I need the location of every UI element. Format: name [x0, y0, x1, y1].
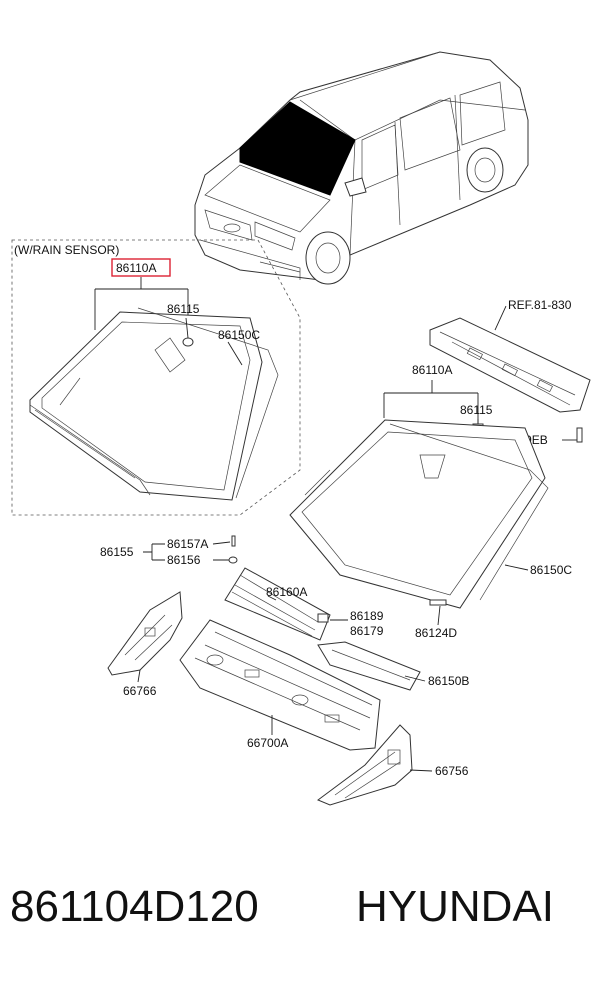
label-dam: 86124D	[415, 626, 457, 640]
label-bracket-main: 86115	[460, 403, 493, 417]
windshield-glass-rain-sensor	[29, 311, 263, 501]
label-clip-c: 86189	[350, 609, 384, 623]
brand-name: HYUNDAI	[356, 882, 555, 931]
windshield-glass-main	[289, 419, 546, 609]
part-number: 861104D120	[10, 882, 259, 931]
label-clip-group: 86155	[100, 545, 134, 559]
label-panel-cowl: 66700A	[247, 736, 288, 750]
vehicle-illustration	[194, 51, 529, 285]
label-panel-right: 66756	[435, 764, 469, 778]
windshield-highlight	[239, 101, 356, 196]
molding-rain-sensor	[137, 307, 279, 499]
label-clip-a: 86157A	[167, 537, 208, 551]
label-molding-main: 86150C	[530, 563, 572, 577]
parts-diagram: (W/RAIN SENSOR) 86110A 86115 86150C REF.…	[11, 51, 591, 806]
rain-sensor-outline	[11, 239, 301, 516]
side-panel-right	[316, 724, 413, 806]
label-molding-rain: 86150C	[218, 328, 260, 342]
cowl-reinforcement-part	[429, 317, 591, 413]
cowl-top-cover	[224, 567, 421, 691]
highlight-box	[111, 258, 171, 277]
clip-c-icon	[317, 613, 329, 623]
label-clip-b: 86156	[167, 553, 201, 567]
label-glass-main: 86110A	[412, 363, 452, 377]
label-glass-rain: 86110A	[116, 261, 156, 275]
rain-sensor-title: (W/RAIN SENSOR)	[14, 243, 119, 257]
dam-icon	[429, 599, 447, 606]
label-reference: REF.81-830	[508, 298, 572, 312]
bolt-icon	[576, 427, 583, 443]
side-panel-left	[107, 591, 183, 676]
label-cowl-top: 86160A	[266, 585, 307, 599]
cowl-panel	[179, 619, 381, 751]
molding-main	[389, 423, 549, 601]
label-cowl-lower: 86150B	[428, 674, 469, 688]
label-clip-d: 86179	[350, 624, 384, 638]
label-bracket-rain: 86115	[167, 302, 200, 316]
label-panel-left: 66766	[123, 684, 157, 698]
clip-b-icon	[228, 556, 238, 564]
clip-a-icon	[231, 535, 236, 547]
